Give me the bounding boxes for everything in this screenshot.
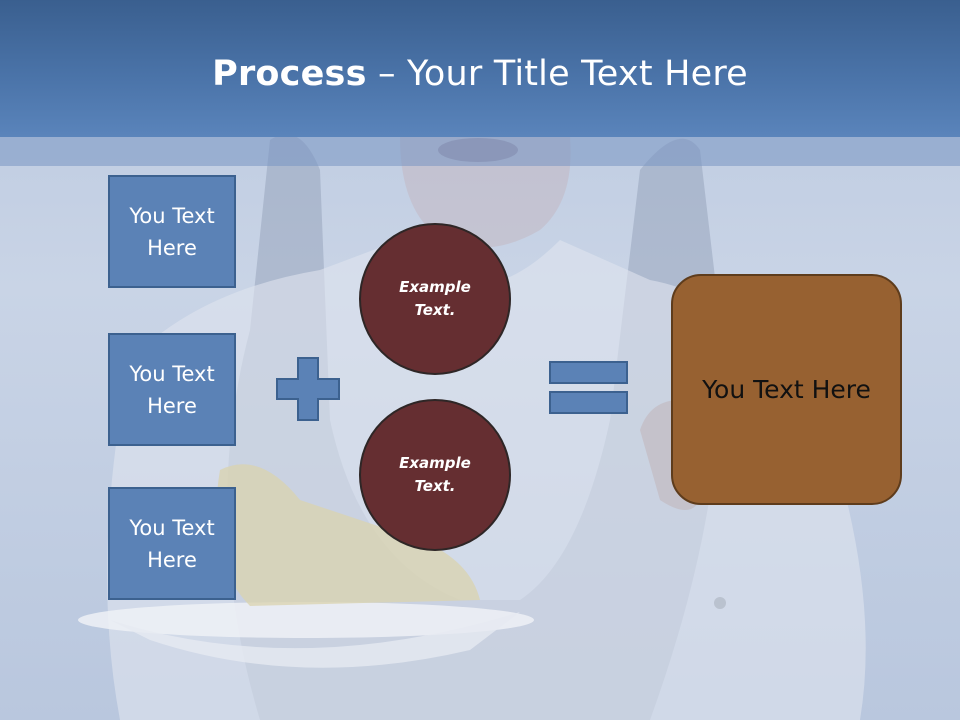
text-box-3-label: You Text Here [129,515,215,572]
text-box-1[interactable]: You Text Here [108,175,236,288]
slide-title: Process – Your Title Text Here [0,50,960,98]
circle-1-label: Example Text. [399,278,471,319]
text-box-3[interactable]: You Text Here [108,487,236,600]
title-rest: – Your Title Text Here [366,54,748,94]
equals-icon [549,361,628,414]
text-box-2[interactable]: You Text Here [108,333,236,446]
title-bar [0,0,960,137]
circle-2-label: Example Text. [399,454,471,495]
circle-2[interactable]: Example Text. [359,399,511,551]
result-box[interactable]: You Text Here [671,274,902,505]
title-underband [0,137,960,166]
result-box-label: You Text Here [702,375,871,404]
title-bold: Process [212,54,367,94]
plus-icon [276,357,340,421]
text-box-2-label: You Text Here [129,361,215,418]
circle-1[interactable]: Example Text. [359,223,511,375]
text-box-1-label: You Text Here [129,203,215,260]
